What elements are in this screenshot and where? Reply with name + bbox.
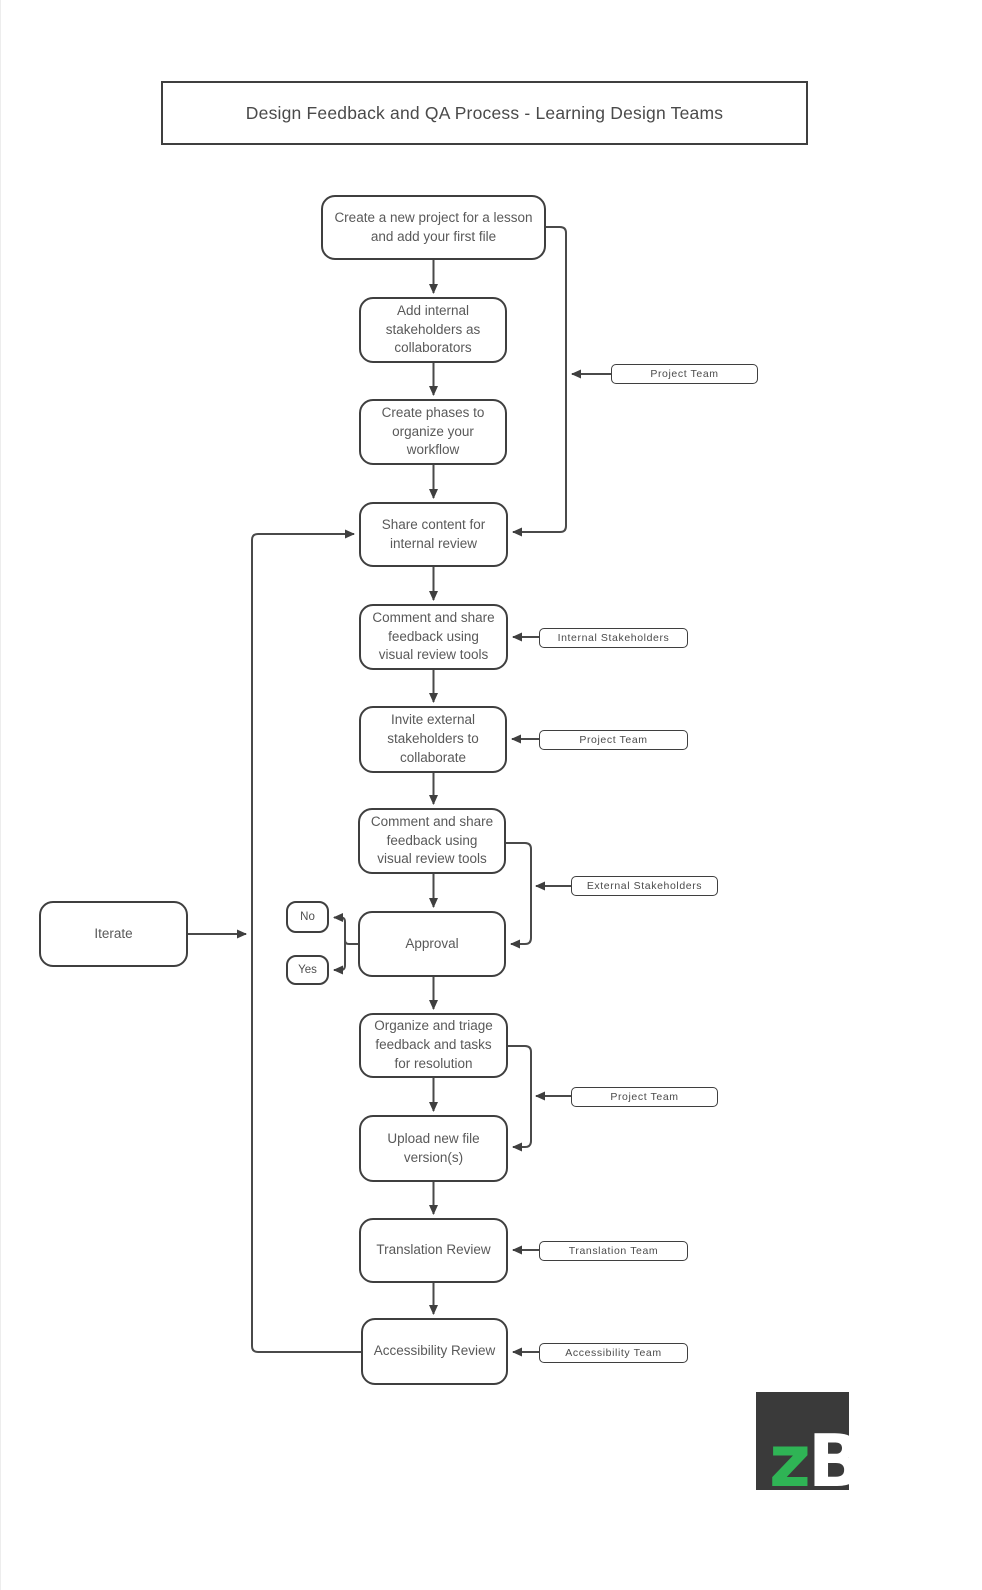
node-comment-external: Comment and share feedback using visual … bbox=[358, 808, 506, 874]
node-invite-external: Invite external stakeholders to collabor… bbox=[359, 706, 507, 773]
node-accessibility-review-label: Accessibility Review bbox=[373, 1343, 496, 1359]
role-label-project-team-top-text: Project Team bbox=[650, 368, 719, 380]
role-label-accessibility-team: Accessibility Team bbox=[539, 1343, 688, 1363]
node-comment-external-label: Comment and share feedback using visual … bbox=[370, 813, 494, 867]
diagram-title-text: Design Feedback and QA Process - Learnin… bbox=[245, 102, 724, 123]
node-accessibility-review: Accessibility Review bbox=[361, 1318, 508, 1385]
connector-loop-accessibility-to-share bbox=[251, 529, 361, 1353]
node-create-phases-label: Create phases to organize your workflow bbox=[381, 404, 485, 458]
role-label-project-team-lower-text: Project Team bbox=[610, 1091, 679, 1103]
logo-letter-b: B bbox=[808, 1419, 849, 1490]
node-add-internal-stakeholders-label: Add internal stakeholders as collaborato… bbox=[385, 302, 481, 356]
node-upload-versions: Upload new file version(s) bbox=[359, 1115, 508, 1182]
node-invite-external-label: Invite external stakeholders to collabor… bbox=[387, 712, 479, 765]
diagram-title: Design Feedback and QA Process - Learnin… bbox=[161, 81, 808, 145]
node-create-project-label: Create a new project for a lesson and ad… bbox=[334, 209, 533, 244]
connector-approval-to-no bbox=[333, 913, 358, 945]
node-organize-triage-label: Organize and triage feedback and tasks f… bbox=[374, 1018, 493, 1071]
node-organize-triage: Organize and triage feedback and tasks f… bbox=[359, 1013, 508, 1078]
node-no-label: No bbox=[300, 910, 315, 923]
node-create-project: Create a new project for a lesson and ad… bbox=[321, 195, 546, 260]
node-create-phases: Create phases to organize your workflow bbox=[359, 399, 507, 465]
zipboard-logo-letters: zB bbox=[769, 1425, 849, 1490]
node-upload-versions-label: Upload new file version(s) bbox=[387, 1130, 480, 1165]
node-approval-label: Approval bbox=[405, 935, 459, 951]
role-label-external-stakeholders: External Stakeholders bbox=[571, 876, 718, 896]
zipboard-logo: zB bbox=[756, 1392, 849, 1490]
node-no: No bbox=[286, 901, 329, 933]
role-label-project-team-mid: Project Team bbox=[539, 730, 688, 750]
connector-approval-to-yes bbox=[333, 940, 346, 975]
role-label-project-team-top: Project Team bbox=[611, 364, 758, 384]
node-iterate: Iterate bbox=[39, 901, 188, 967]
connector-commentext-to-approval-right bbox=[506, 842, 532, 949]
node-yes: Yes bbox=[286, 955, 329, 985]
role-label-accessibility-team-text: Accessibility Team bbox=[565, 1347, 662, 1359]
node-share-content-label: Share content for internal review bbox=[381, 516, 486, 551]
role-label-translation-team: Translation Team bbox=[539, 1241, 688, 1261]
node-add-internal-stakeholders: Add internal stakeholders as collaborato… bbox=[359, 297, 507, 363]
connector-create-to-share-right bbox=[512, 226, 567, 537]
node-approval: Approval bbox=[358, 911, 506, 977]
role-label-internal-stakeholders-text: Internal Stakeholders bbox=[557, 632, 670, 644]
node-share-content: Share content for internal review bbox=[359, 502, 508, 567]
node-iterate-label: Iterate bbox=[94, 925, 133, 941]
role-label-external-stakeholders-text: External Stakeholders bbox=[586, 880, 703, 892]
role-label-project-team-mid-text: Project Team bbox=[579, 734, 648, 746]
node-comment-internal-label: Comment and share feedback using visual … bbox=[372, 609, 495, 663]
node-yes-label: Yes bbox=[298, 963, 317, 976]
node-translation-review: Translation Review bbox=[359, 1218, 508, 1283]
node-translation-review-label: Translation Review bbox=[376, 1242, 491, 1258]
connector-organize-to-upload-right bbox=[508, 1045, 532, 1152]
role-label-project-team-lower: Project Team bbox=[571, 1087, 718, 1107]
logo-letter-z: z bbox=[769, 1419, 811, 1490]
role-label-translation-team-text: Translation Team bbox=[568, 1245, 659, 1257]
node-comment-internal: Comment and share feedback using visual … bbox=[359, 604, 508, 670]
role-label-internal-stakeholders: Internal Stakeholders bbox=[539, 628, 688, 648]
